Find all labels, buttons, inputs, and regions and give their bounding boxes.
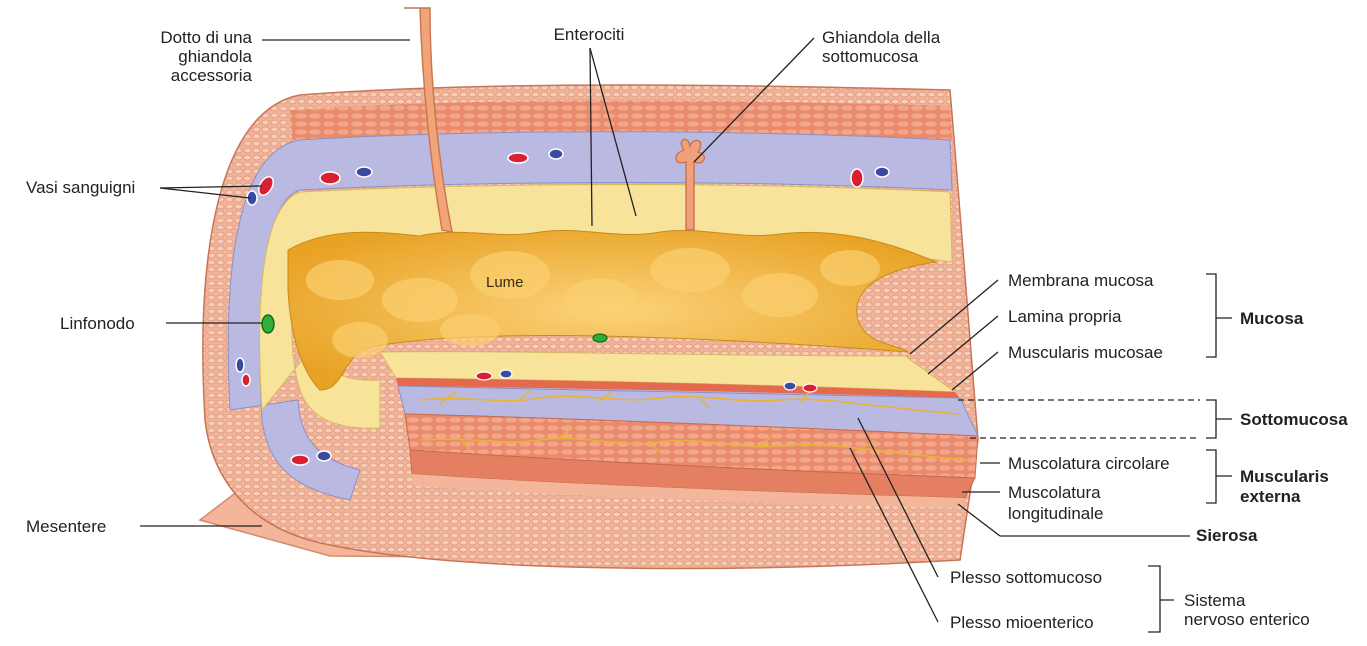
label-membrana-mucosa: Membrana mucosa bbox=[1008, 271, 1154, 290]
label-muscularis-externa-2: externa bbox=[1240, 487, 1301, 506]
label-muscularis-mucosae: Muscularis mucosae bbox=[1008, 343, 1163, 362]
label-ghiandola-1: Ghiandola della bbox=[822, 28, 941, 47]
label-lume: Lume bbox=[486, 274, 524, 291]
label-ghiandola-2: sottomucosa bbox=[822, 47, 919, 66]
label-muscularis-externa-1: Muscularis bbox=[1240, 467, 1329, 486]
label-linfonodo: Linfonodo bbox=[60, 314, 135, 333]
tissue-illustration bbox=[200, 8, 978, 568]
label-dotto-1: Dotto di una bbox=[160, 28, 252, 47]
label-vasi-sanguigni: Vasi sanguigni bbox=[26, 178, 135, 197]
label-lamina-propria: Lamina propria bbox=[1008, 307, 1122, 326]
label-mesentere: Mesentere bbox=[26, 517, 106, 536]
label-musc-longitudinale-2: longitudinale bbox=[1008, 504, 1103, 523]
label-plesso-mioenterico: Plesso mioenterico bbox=[950, 613, 1094, 632]
label-enterociti: Enterociti bbox=[554, 25, 625, 44]
label-sierosa: Sierosa bbox=[1196, 526, 1258, 545]
label-mucosa: Mucosa bbox=[1240, 309, 1304, 328]
label-plesso-sottomucoso: Plesso sottomucoso bbox=[950, 568, 1102, 587]
label-sistema-1: Sistema bbox=[1184, 591, 1246, 610]
label-dotto-2: ghiandola bbox=[178, 47, 252, 66]
label-sistema-2: nervoso enterico bbox=[1184, 610, 1310, 629]
label-sottomucosa: Sottomucosa bbox=[1240, 410, 1348, 429]
label-musc-longitudinale-1: Muscolatura bbox=[1008, 483, 1101, 502]
label-musc-circolare: Muscolatura circolare bbox=[1008, 454, 1170, 473]
label-dotto-3: accessoria bbox=[171, 66, 253, 85]
